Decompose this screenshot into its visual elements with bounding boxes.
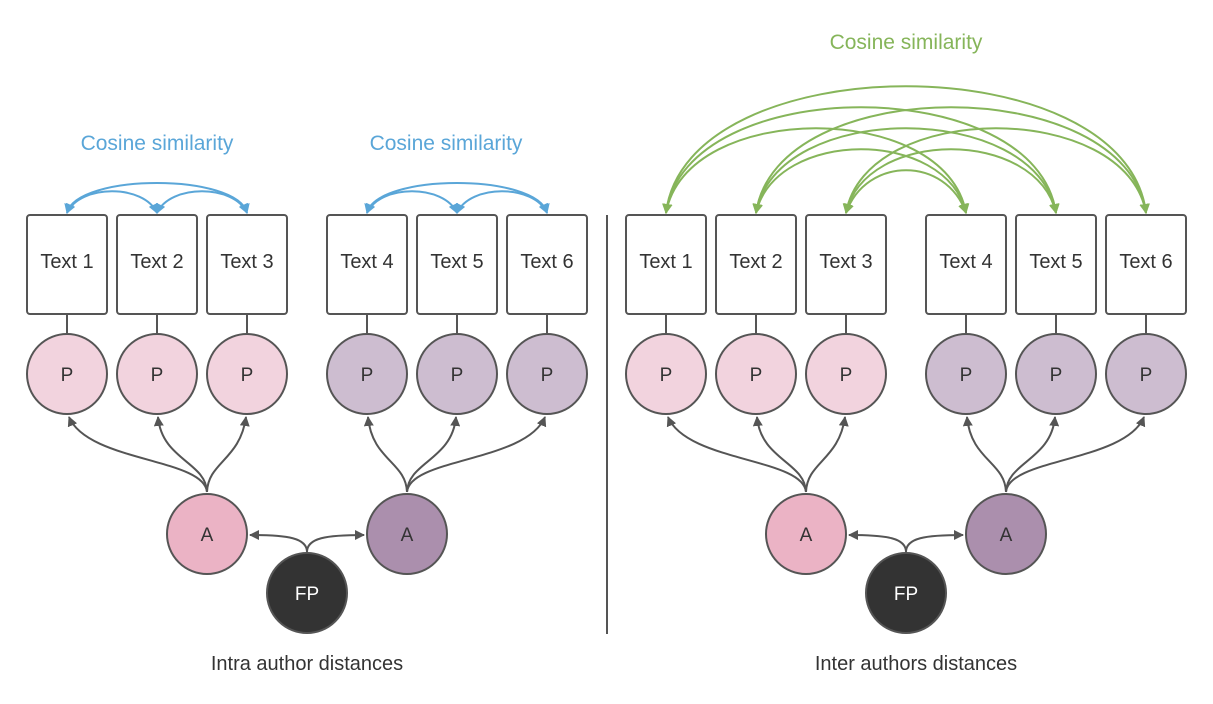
- similarity-arc-3-4: [844, 169, 968, 214]
- profile-node: [1105, 333, 1187, 415]
- profile-label: P: [660, 365, 673, 386]
- text-box-label: Text 5: [1029, 251, 1082, 273]
- text-box-label: Text 6: [1119, 251, 1172, 273]
- text-box-label: Text 2: [130, 251, 183, 273]
- similarity-arc-2-4: [753, 148, 969, 214]
- profile-label: P: [361, 365, 374, 386]
- author-label: A: [401, 525, 414, 546]
- profile-node: [805, 333, 887, 415]
- right-panel: Cosine similarity Text 1 Text 2 Text 3 T…: [625, 31, 1187, 675]
- author-label: A: [800, 525, 813, 546]
- profile-node: [26, 333, 108, 415]
- intra-similarity-arcs: [64, 182, 550, 214]
- author-profile-arrows: [67, 416, 547, 493]
- author-node: [765, 493, 847, 575]
- fp-label: FP: [295, 584, 319, 605]
- similarity-arc-1-3: [64, 182, 250, 214]
- box-profile-connectors: [665, 314, 1147, 333]
- similarity-arc-4-6: [364, 182, 550, 214]
- profile-label: P: [241, 365, 254, 386]
- text-boxes: Text 1 Text 2 Text 3 Text 4 Text 5 Text …: [26, 214, 588, 315]
- similarity-arc-1-5: [662, 106, 1060, 214]
- text-box-label: Text 3: [220, 251, 273, 273]
- profile-node: [416, 333, 498, 415]
- author-node: [965, 493, 1047, 575]
- inter-similarity-arcs: [662, 85, 1150, 214]
- profile-node: [116, 333, 198, 415]
- left-panel: Cosine similarity Cosine similarity Text…: [26, 132, 588, 675]
- author-node: [166, 493, 248, 575]
- similarity-arc-3-6: [842, 127, 1150, 214]
- text-box-label: Text 3: [819, 251, 872, 273]
- profile-node: [925, 333, 1007, 415]
- box-profile-connectors: [66, 314, 548, 333]
- profile-label: P: [960, 365, 973, 386]
- profile-label: P: [1140, 365, 1153, 386]
- profile-nodes: P P P P P P: [625, 333, 1187, 415]
- text-boxes: Text 1 Text 2 Text 3 Text 4 Text 5 Text …: [625, 214, 1187, 315]
- similarity-arc-4-5: [366, 190, 458, 214]
- panel-caption: Inter authors distances: [815, 653, 1017, 675]
- profile-label: P: [151, 365, 164, 386]
- profile-label: P: [541, 365, 554, 386]
- profile-label: P: [61, 365, 74, 386]
- fp-author-arrows: [249, 530, 365, 553]
- author-label: A: [1000, 525, 1013, 546]
- profile-node: [326, 333, 408, 415]
- author-node: [366, 493, 448, 575]
- similarity-label: Cosine similarity: [370, 132, 523, 155]
- similarity-arc-3-5: [843, 148, 1059, 214]
- similarity-arc-1-6: [662, 85, 1150, 214]
- profile-node: [1015, 333, 1097, 415]
- similarity-label: Cosine similarity: [830, 31, 983, 54]
- text-box-label: Text 5: [430, 251, 483, 273]
- similarity-arc-2-3: [156, 190, 248, 214]
- text-box-label: Text 4: [939, 251, 992, 273]
- author-profile-arrows: [666, 416, 1146, 493]
- similarity-arc-1-4: [662, 127, 970, 214]
- similarity-arc-2-6: [752, 106, 1150, 214]
- similarity-arc-1-2: [66, 190, 158, 214]
- text-box-label: Text 4: [340, 251, 393, 273]
- profile-node: [715, 333, 797, 415]
- profile-node: [206, 333, 288, 415]
- text-box-label: Text 6: [520, 251, 573, 273]
- text-box-label: Text 2: [729, 251, 782, 273]
- profile-label: P: [840, 365, 853, 386]
- profile-node: [625, 333, 707, 415]
- fp-author-arrows: [848, 530, 964, 553]
- profile-nodes: P P P P P P: [26, 333, 588, 415]
- similarity-arc-5-6: [456, 190, 548, 214]
- profile-label: P: [451, 365, 464, 386]
- similarity-arc-2-5: [752, 127, 1060, 214]
- fp-label: FP: [894, 584, 918, 605]
- profile-label: P: [750, 365, 763, 386]
- profile-node: [506, 333, 588, 415]
- author-label: A: [201, 525, 214, 546]
- similarity-label: Cosine similarity: [81, 132, 234, 155]
- profile-label: P: [1050, 365, 1063, 386]
- fp-node: [865, 552, 947, 634]
- text-box-label: Text 1: [40, 251, 93, 273]
- text-box-label: Text 1: [639, 251, 692, 273]
- fp-node: [266, 552, 348, 634]
- panel-caption: Intra author distances: [211, 653, 403, 675]
